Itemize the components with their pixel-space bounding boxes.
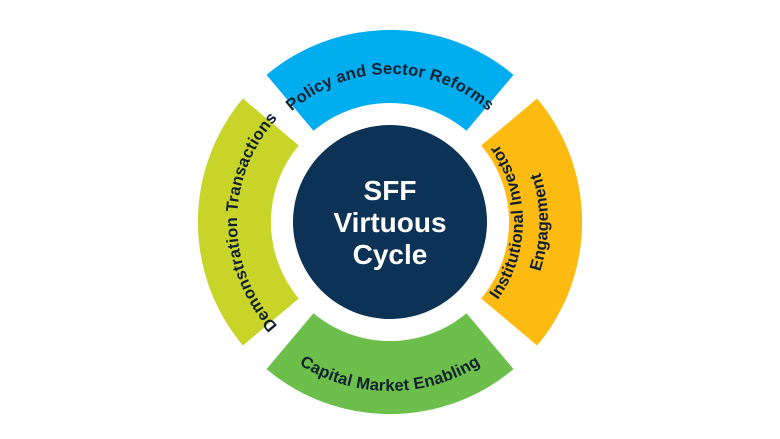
center-title-line1: SFF [364, 175, 417, 206]
center-title-line2: Virtuous [333, 207, 446, 238]
segment-demonstration-transactions [197, 98, 299, 346]
segment-policy-reforms [266, 29, 514, 131]
center-title-line3: Cycle [353, 239, 428, 270]
segment-institutional-investor [481, 98, 583, 346]
center-circle [293, 125, 487, 319]
segment-capital-market [266, 313, 514, 415]
